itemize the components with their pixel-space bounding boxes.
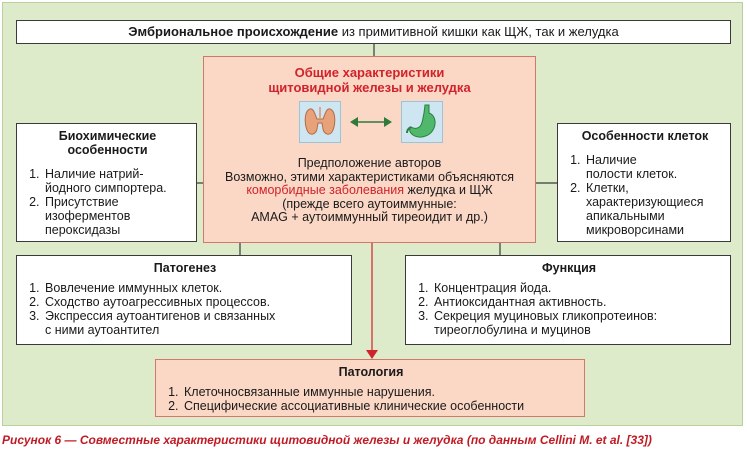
biochemical-list: Наличие натрий-йодного симпортера. Прису… [25,167,190,237]
list-item-line: с ними аутоантител [45,323,160,337]
comorbid-highlight: коморбидные заболевания [246,183,404,197]
list-item-line: апикальными [586,209,665,223]
central-line3-rest: желудка и ЩЖ [404,183,493,197]
list-item-line: изоферментов [45,209,131,223]
pathogenesis-box: Патогенез Вовлечение иммунных клеток. Сх… [16,255,352,345]
central-line5: AMAG + аутоиммунный тиреоидит и др.) [251,210,488,224]
pathogenesis-list: Вовлечение иммунных клеток. Сходство аут… [25,281,345,337]
central-text: Предположение авторов Возможно, этими ха… [204,156,535,225]
list-item-line: Концентрация йода. [434,281,552,295]
list-item: Секреция муциновых гликопротеинов:тиреог… [432,309,724,337]
list-item-line: тиреоглобулина и муцинов [434,323,591,337]
central-line4: (прежде всего аутоиммунные: [282,196,457,211]
list-item-line: Клеточносвязанные иммунные нарушения. [184,385,435,399]
origin-rest-text: из примитивной кишки как ЩЖ, так и желуд… [338,24,619,39]
list-item-line: микроворсинами [586,223,685,237]
function-box: Функция Концентрация йода. Антиоксидантн… [405,255,731,345]
list-item-line: Наличие натрий- [45,167,144,181]
central-line1: Предположение авторов [297,156,442,170]
function-list: Концентрация йода. Антиоксидантная актив… [414,281,724,337]
double-arrow-icon [350,117,392,127]
pathology-box: Патология Клеточносвязанные иммунные нар… [155,359,585,417]
central-box: Общие характеристики щитовидной железы и… [203,56,536,243]
pathogenesis-title: Патогенез [153,261,217,275]
list-item-line: йодного симпортера. [45,181,167,195]
list-item-line: полости клеток. [586,167,678,181]
list-item: Наличие натрий-йодного симпортера. [43,167,190,195]
central-title: Общие характеристики щитовидной железы и… [204,65,535,95]
biochemical-box: Биохимические особенности Наличие натрий… [16,123,197,242]
list-item-line: Наличие [586,153,637,167]
pathology-list: Клеточносвязанные иммунные нарушения. Сп… [164,385,578,413]
list-item: Сходство аутоагрессивных процессов. [43,295,345,309]
list-item: Специфические ассоциативные клинические … [182,399,578,413]
list-item: Антиоксидантная активность. [432,295,724,309]
function-title: Функция [541,261,597,275]
list-item-line: Вовлечение иммунных клеток. [45,281,223,295]
list-item-line: Сходство аутоагрессивных процессов. [45,295,271,309]
biochemical-title: Биохимические особенности [25,129,190,157]
organ-icons [204,101,535,157]
list-item-line: пероксидазы [45,223,121,237]
central-title-line2: щитовидной железы и желудка [268,80,471,95]
embryonic-origin-box: Эмбриональное происхождение из примитивн… [16,20,731,44]
central-line3: коморбидные заболевания желудка и ЩЖ [204,183,535,198]
list-item: Клеточносвязанные иммунные нарушения. [182,385,578,399]
list-item-line: Присутствие [45,195,119,209]
thyroid-icon [299,101,341,143]
biochemical-title-line1: Биохимические [58,129,157,143]
cell-features-title: Особенности клеток [581,129,709,143]
figure-caption: Рисунок 6 — Совместные характеристики щи… [2,433,652,447]
list-item-line: Антиоксидантная активность. [434,295,607,309]
list-item: Вовлечение иммунных клеток. [43,281,345,295]
list-item-line: Экспрессия аутоантигенов и связанных [45,309,276,323]
central-title-line1: Общие характеристики [294,65,445,80]
origin-bold-text: Эмбриональное происхождение [128,24,339,39]
biochemical-title-line2: особенности [67,143,148,157]
list-item: Клетки,характеризующиесяапикальнымимикро… [584,181,724,237]
list-item-line: Специфические ассоциативные клинические … [184,399,525,413]
pathology-title: Патология [338,365,404,379]
central-line2: Возможно, этими характеристиками объясня… [225,169,514,184]
list-item: Концентрация йода. [432,281,724,295]
list-item-line: характеризующиеся [586,195,704,209]
stomach-icon [401,101,443,143]
list-item-line: Клетки, [586,181,629,195]
list-item-line: Секреция муциновых гликопротеинов: [434,309,658,323]
